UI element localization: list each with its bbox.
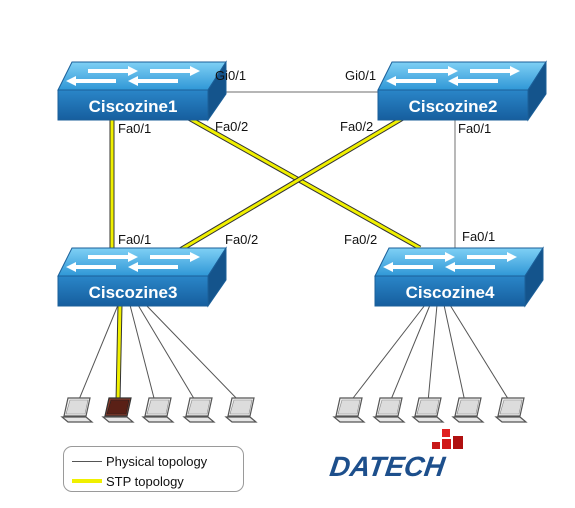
legend-stp: STP topology xyxy=(72,473,184,489)
laptop-icon xyxy=(183,397,215,423)
laptop-icon xyxy=(61,397,93,423)
port-label: Gi0/1 xyxy=(215,68,246,83)
legend-stp-label: STP topology xyxy=(106,473,184,489)
port-label: Fa0/2 xyxy=(344,232,377,247)
stp-links xyxy=(109,109,422,253)
port-label: Fa0/1 xyxy=(458,121,491,136)
switch-ciscozine1: Ciscozine1 xyxy=(57,61,227,121)
switch-label: Ciscozine2 xyxy=(409,97,498,116)
switch-label: Ciscozine1 xyxy=(89,97,178,116)
port-label: Fa0/1 xyxy=(462,229,495,244)
legend: Physical topology STP topology xyxy=(63,446,244,492)
switch-label: Ciscozine4 xyxy=(406,283,495,302)
switch-label: Ciscozine3 xyxy=(89,283,178,302)
legend-physical: Physical topology xyxy=(72,453,207,469)
laptop-icon xyxy=(333,397,365,423)
laptop-icon xyxy=(142,397,174,423)
port-label: Fa0/1 xyxy=(118,121,151,136)
switch-ciscozine2: Ciscozine2 xyxy=(377,61,547,121)
host-links-s3 xyxy=(77,304,241,403)
laptop-icon xyxy=(373,397,405,423)
laptop-icon xyxy=(225,397,257,423)
switch-ciscozine4: Ciscozine4 xyxy=(374,247,544,307)
port-label: Fa0/2 xyxy=(215,119,248,134)
laptop-icon xyxy=(452,397,484,423)
host-links-s4 xyxy=(349,304,511,403)
logo-text: DATECH xyxy=(327,451,447,482)
datech-logo-icon xyxy=(432,429,463,449)
datech-logo: DATECH xyxy=(327,437,470,483)
switch-ciscozine3: Ciscozine3 xyxy=(57,247,227,307)
legend-physical-label: Physical topology xyxy=(106,453,208,469)
port-label: Fa0/2 xyxy=(340,119,373,134)
laptop-icon-active xyxy=(101,397,135,423)
port-label: Gi0/1 xyxy=(345,68,376,83)
port-label: Fa0/1 xyxy=(118,232,151,247)
port-label: Fa0/2 xyxy=(225,232,258,247)
laptop-icon xyxy=(412,397,444,423)
laptop-icon xyxy=(495,397,527,423)
